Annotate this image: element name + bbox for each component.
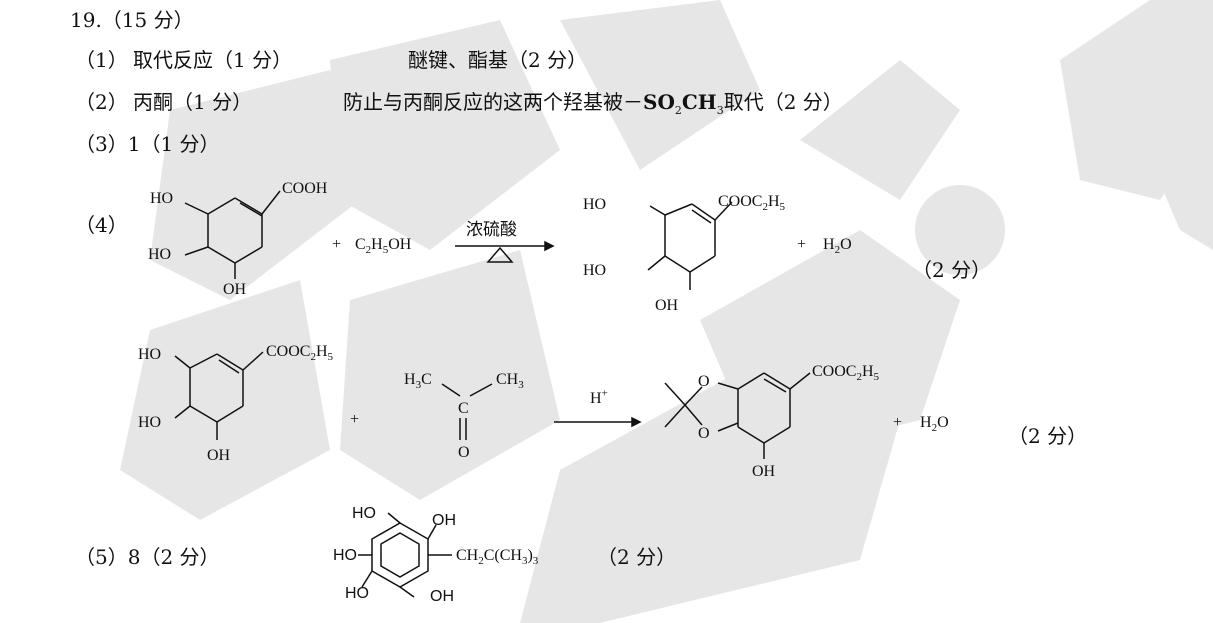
reactant-2-oh-bottom: OH [207, 447, 231, 464]
product-1-structure [647, 201, 733, 290]
water-2-o: O [937, 414, 949, 431]
product-2-oxygen-top: O [698, 373, 710, 390]
reaction-2-score: （2 分） [1008, 424, 1088, 448]
formula-sub-3: 3 [716, 104, 724, 117]
product-2-sub-2: 2 [856, 371, 862, 384]
product-1-cooc: COOC [718, 193, 763, 210]
water-formula-2: H2O [920, 414, 949, 435]
product-1-sub-2: 2 [762, 201, 768, 214]
answer-5-score: （2 分） [597, 545, 677, 569]
substituent-paren: ) [527, 547, 533, 564]
reaction-1-plus-2: + [797, 236, 807, 253]
product-2-structure [664, 372, 811, 459]
substituent-ch: CH [456, 547, 479, 564]
reaction-1-score: （2 分） [912, 258, 992, 282]
reactant-2-structure [174, 351, 264, 440]
acetone-oxygen: O [458, 444, 470, 461]
answer-4-number: （4） [75, 213, 128, 237]
ethanol-sub-5: 5 [382, 244, 389, 257]
product-1-ho-top: HO [583, 196, 607, 213]
acetone-structure [441, 383, 493, 440]
reaction-2-condition-h: H [590, 390, 602, 407]
product-2-ester: COOC2H5 [812, 363, 880, 384]
reactant-2-cooc: COOC [266, 343, 311, 360]
ethanol-formula: C2H5OH [355, 236, 412, 257]
reaction-2-condition: H+ [590, 387, 608, 408]
acetone-carbon: C [458, 400, 469, 417]
reactant-2-ho-mid: HO [138, 414, 162, 431]
reactant-2-sub-5: 5 [327, 351, 334, 364]
answer-2-b-pre: 防止与丙酮反应的这两个羟基被－ [343, 90, 643, 114]
reaction-2-condition-plus: + [601, 387, 608, 400]
acetone-h3c: H3C [404, 371, 432, 392]
reaction-2-plus-2: + [893, 414, 903, 431]
water-2-h: H [920, 414, 932, 431]
ethanol-h: H [371, 236, 383, 253]
acetone-h3c-sub-3: 3 [415, 379, 422, 392]
water-1-h: H [823, 236, 835, 253]
reactant-2-ho-top: HO [138, 346, 162, 363]
answer-5-substituent: CH2C(CH3)3 [456, 547, 539, 568]
answer-2-b: 防止与丙酮反应的这两个羟基被－SO2CH3取代（2 分） [343, 90, 843, 117]
substituent-sub-3a: 3 [521, 555, 528, 568]
formula-sub-2: 2 [674, 104, 682, 117]
reactant-1-ho-mid: HO [148, 246, 172, 263]
product-1-ester: COOC2H5 [718, 193, 786, 214]
answer-5-oh-bottom: OH [430, 588, 454, 605]
reactant-2-ester: COOC2H5 [266, 343, 334, 364]
answer-1-b: 醚键、酯基（2 分） [408, 48, 588, 72]
product-2-cooc: COOC [812, 363, 857, 380]
reactant-1-ho-top: HO [150, 190, 174, 207]
acetone-ch3: CH3 [496, 371, 524, 392]
ethanol-oh: OH [388, 236, 412, 253]
reactant-2-h: H [315, 343, 328, 360]
substituent-sub-3b: 3 [532, 555, 539, 568]
water-1-sub-2: 2 [834, 244, 841, 257]
product-1-oh-bottom: OH [655, 297, 679, 314]
reactant-1-structure [184, 190, 281, 279]
answer-1-number: （1） [75, 48, 128, 72]
product-2-sub-5: 5 [873, 371, 880, 384]
formula-so: SO [643, 90, 675, 114]
answer-2-a: 丙酮（1 分） [133, 90, 253, 114]
water-2-sub-2: 2 [931, 422, 938, 435]
reaction-1-condition: 浓硫酸 [466, 220, 517, 240]
question-number: 19.（15 分） [70, 8, 194, 32]
acetone-h3c-h: H [404, 371, 416, 388]
product-1-sub-5: 5 [779, 201, 786, 214]
reactant-2-sub-2: 2 [310, 351, 316, 364]
answer-5-structure [358, 512, 452, 598]
acetone-ch3-sub-3: 3 [518, 379, 524, 392]
answer-5-ho-top: HO [352, 505, 376, 522]
ethanol-sub-2: 2 [365, 244, 372, 257]
answer-5-oh-top: OH [432, 512, 456, 529]
substituent-sub-2: 2 [478, 555, 484, 568]
reaction-1-plus: + [332, 236, 342, 253]
answer-2-b-post: 取代（2 分） [723, 90, 843, 114]
answer-5: （5）8（2 分） [75, 545, 220, 569]
product-1-ho-mid: HO [583, 262, 607, 279]
reactant-1-oh-bottom: OH [223, 281, 247, 298]
product-2-h: H [861, 363, 874, 380]
reactant-1-cooh: COOH [282, 180, 328, 197]
water-1-o: O [840, 236, 852, 253]
answer-1-a: 取代反应（1 分） [133, 48, 293, 72]
product-1-h: H [767, 193, 780, 210]
water-formula-1: H2O [823, 236, 852, 257]
substituent-cch: C(CH [483, 547, 522, 564]
acetone-h3c-c: C [421, 371, 432, 388]
reaction-2-plus: + [350, 411, 360, 428]
answer-3: （3）1（1 分） [75, 132, 220, 156]
formula-ch: CH [681, 90, 717, 114]
answer-5-ho-mid: HO [333, 547, 357, 564]
product-2-oh: OH [752, 463, 776, 480]
answer-2-number: （2） [75, 90, 128, 114]
acetone-ch3-ch: CH [496, 371, 519, 388]
product-2-oxygen-bottom: O [698, 425, 710, 442]
ethanol-c: C [355, 236, 366, 253]
reaction-2-arrow [554, 416, 642, 428]
answer-5-ho-bottom: HO [345, 585, 369, 602]
reaction-1-arrow [455, 240, 555, 263]
